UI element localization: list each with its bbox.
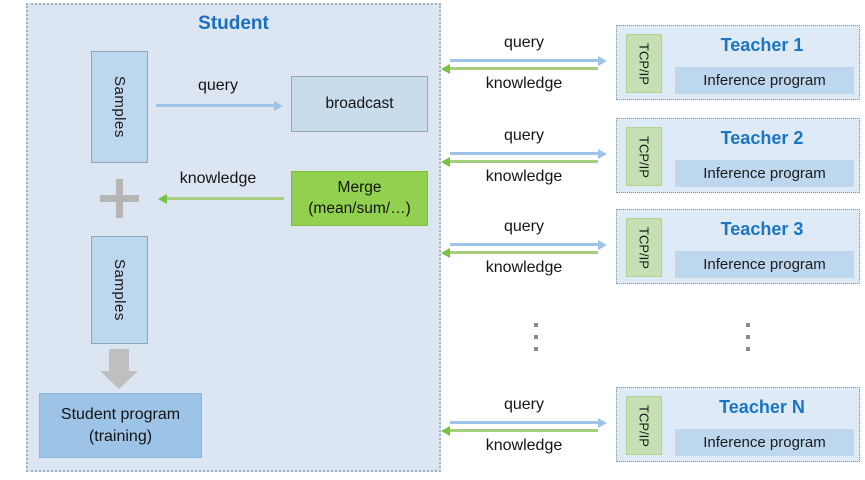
link-pair-teacher-2: query knowledge xyxy=(441,127,607,187)
tcp-ip-label: TCP/IP xyxy=(636,226,652,269)
link-pair-teacher-3: query knowledge xyxy=(441,218,607,278)
broadcast-label: broadcast xyxy=(325,95,394,112)
student-program-box: Student program (training) xyxy=(39,393,202,458)
query-label-internal: query xyxy=(197,77,239,94)
more-teachers-ellipsis-icon xyxy=(746,323,750,359)
tcp-ip-label: TCP/IP xyxy=(636,135,652,178)
samples-bottom-label: Samples xyxy=(111,259,128,321)
arrowhead-left-icon xyxy=(158,193,167,204)
teacher-1-title: Teacher 1 xyxy=(720,35,804,55)
knowledge-label: knowledge xyxy=(485,168,563,185)
student-group-title: Student xyxy=(198,13,269,34)
teacher-2-title: Teacher 2 xyxy=(720,128,804,148)
arrowhead-left-icon xyxy=(441,425,450,436)
teacher-3-title: Teacher 3 xyxy=(720,219,804,239)
tcp-ip-box: TCP/IP xyxy=(626,396,662,455)
knowledge-arrow-icon xyxy=(441,425,598,436)
teacher-3-group: TCP/IP Teacher 3 Inference program xyxy=(616,209,860,284)
inference-program-label: Inference program xyxy=(703,72,826,89)
arrowhead-left-icon xyxy=(441,247,450,258)
query-label: query xyxy=(503,218,545,235)
arrowhead-right-icon xyxy=(598,417,607,428)
arrowhead-right-icon xyxy=(598,55,607,66)
query-arrow-icon xyxy=(450,239,607,250)
query-arrow-icon xyxy=(450,148,607,159)
query-arrow-icon xyxy=(450,417,607,428)
inference-program-box: Inference program xyxy=(675,429,854,456)
merge-box: Merge (mean/sum/…) xyxy=(291,171,428,226)
teacher-n-group: TCP/IP Teacher N Inference program xyxy=(616,387,860,462)
knowledge-label: knowledge xyxy=(485,437,563,454)
inference-program-box: Inference program xyxy=(675,251,854,278)
arrowhead-left-icon xyxy=(441,63,450,74)
query-label: query xyxy=(503,396,545,413)
knowledge-label: knowledge xyxy=(485,75,563,92)
knowledge-label: knowledge xyxy=(485,259,563,276)
student-group: Student Samples query broadcast knowledg… xyxy=(26,3,441,472)
inference-program-box: Inference program xyxy=(675,160,854,187)
arrowhead-right-icon xyxy=(274,100,283,111)
broadcast-box: broadcast xyxy=(291,76,428,132)
teacher-n-title: Teacher N xyxy=(719,397,805,417)
tcp-ip-label: TCP/IP xyxy=(636,42,652,85)
inference-program-label: Inference program xyxy=(703,256,826,273)
tcp-ip-label: TCP/IP xyxy=(636,404,652,447)
arrowhead-left-icon xyxy=(441,156,450,167)
student-program-line1: Student program xyxy=(60,405,181,423)
link-pair-teacher-n: query knowledge xyxy=(441,396,607,456)
query-arrow-icon xyxy=(450,55,607,66)
arrowhead-right-icon xyxy=(598,239,607,250)
teacher-1-group: TCP/IP Teacher 1 Inference program xyxy=(616,25,860,100)
student-program-line2: (training) xyxy=(88,427,153,445)
merge-label-line2: (mean/sum/…) xyxy=(308,199,411,217)
inference-program-label: Inference program xyxy=(703,165,826,182)
tcp-ip-box: TCP/IP xyxy=(626,34,662,93)
arrowhead-right-icon xyxy=(598,148,607,159)
inference-program-label: Inference program xyxy=(703,434,826,451)
link-pair-teacher-1: query knowledge xyxy=(441,34,607,94)
knowledge-arrow-icon xyxy=(441,63,598,74)
query-arrow-icon xyxy=(156,100,283,111)
knowledge-arrow-icon xyxy=(441,247,598,258)
tcp-ip-box: TCP/IP xyxy=(626,218,662,277)
merge-label-line1: Merge xyxy=(337,178,382,196)
teacher-2-group: TCP/IP Teacher 2 Inference program xyxy=(616,118,860,193)
knowledge-arrow-icon xyxy=(158,193,284,204)
tcp-ip-box: TCP/IP xyxy=(626,127,662,186)
inference-program-box: Inference program xyxy=(675,67,854,94)
query-label: query xyxy=(503,34,545,51)
samples-box-top: Samples xyxy=(91,51,148,163)
knowledge-label-internal: knowledge xyxy=(179,170,257,187)
samples-box-bottom: Samples xyxy=(91,236,148,344)
knowledge-arrow-icon xyxy=(441,156,598,167)
query-label: query xyxy=(503,127,545,144)
samples-top-label: Samples xyxy=(111,76,128,138)
more-links-ellipsis-icon xyxy=(534,323,538,359)
